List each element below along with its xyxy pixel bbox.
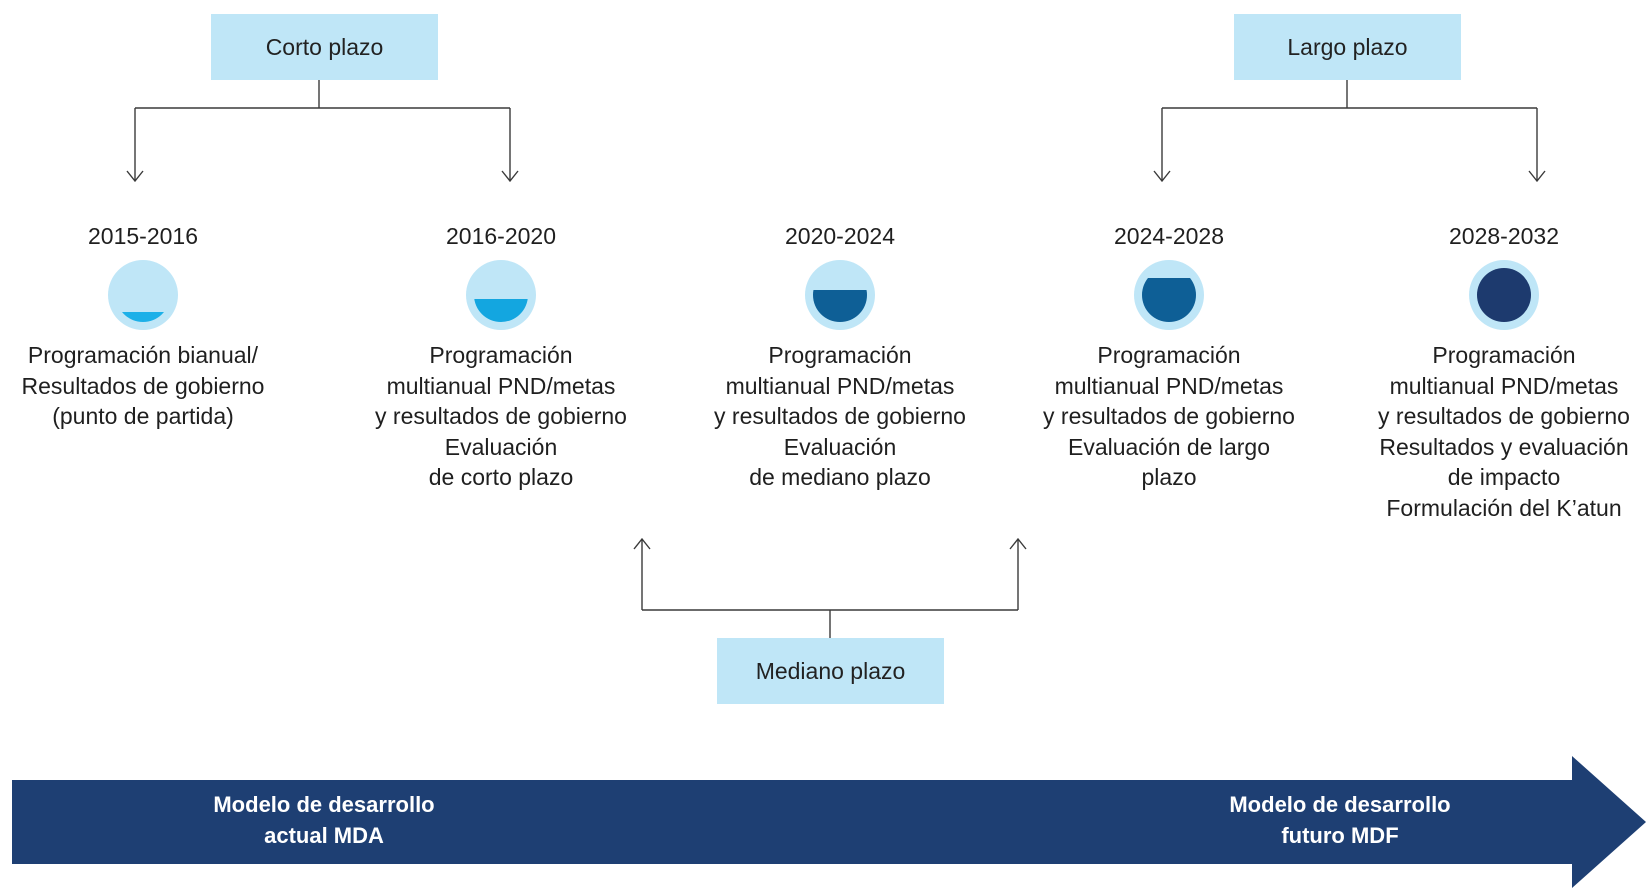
period-years: 2020-2024 xyxy=(785,223,895,249)
future-model-label: Modelo de desarrollo futuro MDF xyxy=(1160,789,1520,851)
description-line: Evaluación xyxy=(444,433,558,460)
description-line: Evaluación xyxy=(783,433,897,460)
description-line: y resultados de gobierno xyxy=(714,403,966,429)
current-model-line-2: actual MDA xyxy=(264,823,384,848)
description-line: Programación xyxy=(429,342,573,368)
description-line: Formulación del K’atun xyxy=(1386,494,1622,521)
period-2016-2020: 2016-2020 Programación multianual PND/me… xyxy=(351,222,651,493)
current-model-line-1: Modelo de desarrollo xyxy=(213,792,435,817)
description-line: y resultados de gobierno xyxy=(1043,403,1295,429)
progress-circle xyxy=(108,260,178,330)
short-term-label: Corto plazo xyxy=(265,33,384,60)
description-line: multianual PND/metas xyxy=(1054,372,1284,399)
arrowhead-2024 xyxy=(1153,170,1171,183)
progress-circle xyxy=(1469,260,1539,330)
progress-fill xyxy=(474,299,528,322)
description-line: Programación xyxy=(768,342,912,368)
long-term-box: Largo plazo xyxy=(1234,14,1461,80)
development-model-arrow: Modelo de desarrollo actual MDA Modelo d… xyxy=(12,756,1646,888)
description-line: y resultados de gobierno xyxy=(1378,403,1630,429)
period-2028-2032: 2028-2032 Programación multianual PND/me… xyxy=(1354,222,1646,523)
period-description: Programación multianual PND/metas y resu… xyxy=(690,340,990,493)
period-2015-2016: 2015-2016 Programación bianual/ Resultad… xyxy=(0,222,293,432)
description-line: multianual PND/metas xyxy=(1389,372,1619,399)
period-years: 2016-2020 xyxy=(446,223,556,249)
period-2020-2024: 2020-2024 Programación multianual PND/me… xyxy=(690,222,990,493)
progress-fill xyxy=(1477,268,1531,322)
description-line: de mediano plazo xyxy=(749,464,931,490)
period-2024-2028: 2024-2028 Programación multianual PND/me… xyxy=(1019,222,1319,493)
description-line: de impacto xyxy=(1447,464,1561,490)
period-description: Programación multianual PND/metas y resu… xyxy=(351,340,651,493)
period-years: 2028-2032 xyxy=(1449,223,1559,249)
medium-term-label: Mediano plazo xyxy=(755,657,906,684)
progress-fill xyxy=(813,289,867,322)
description-line: Resultados de gobierno xyxy=(21,372,265,399)
description-line: plazo xyxy=(1141,464,1197,490)
arrowhead-2016 xyxy=(501,170,519,183)
period-description: Programación multianual PND/metas y resu… xyxy=(1354,340,1646,523)
description-line: Evaluación de largo xyxy=(1067,433,1271,460)
description-line: Programación xyxy=(1097,342,1241,368)
medium-term-box: Mediano plazo xyxy=(717,638,944,704)
long-term-label: Largo plazo xyxy=(1287,33,1408,60)
current-model-label: Modelo de desarrollo actual MDA xyxy=(144,789,504,851)
period-description: Programación multianual PND/metas y resu… xyxy=(1019,340,1319,493)
progress-circle xyxy=(466,260,536,330)
description-line: Programación xyxy=(1432,342,1576,368)
progress-circle xyxy=(805,260,875,330)
period-description: Programación bianual/ Resultados de gobi… xyxy=(0,340,293,432)
arrowhead-2015 xyxy=(126,170,144,183)
progress-fill xyxy=(1142,277,1196,322)
short-term-box: Corto plazo xyxy=(211,14,438,80)
description-line: multianual PND/metas xyxy=(386,372,616,399)
arrowhead-2028 xyxy=(1528,170,1546,183)
progress-fill xyxy=(116,312,170,322)
period-years: 2015-2016 xyxy=(88,223,198,249)
arrowhead-medium-right xyxy=(1009,537,1027,550)
description-line: de corto plazo xyxy=(428,464,574,490)
period-years: 2024-2028 xyxy=(1114,223,1224,249)
future-model-line-2: futuro MDF xyxy=(1281,823,1399,848)
description-line: y resultados de gobierno xyxy=(375,403,627,429)
description-line: (punto de partida) xyxy=(52,403,234,429)
description-line: multianual PND/metas xyxy=(725,372,955,399)
arrow-shape xyxy=(12,756,1646,888)
progress-circle xyxy=(1134,260,1204,330)
arrowhead-medium-left xyxy=(633,537,651,550)
future-model-line-1: Modelo de desarrollo xyxy=(1229,792,1451,817)
description-line: Resultados y evaluación xyxy=(1379,433,1629,460)
description-line: Programación bianual/ xyxy=(27,342,259,368)
